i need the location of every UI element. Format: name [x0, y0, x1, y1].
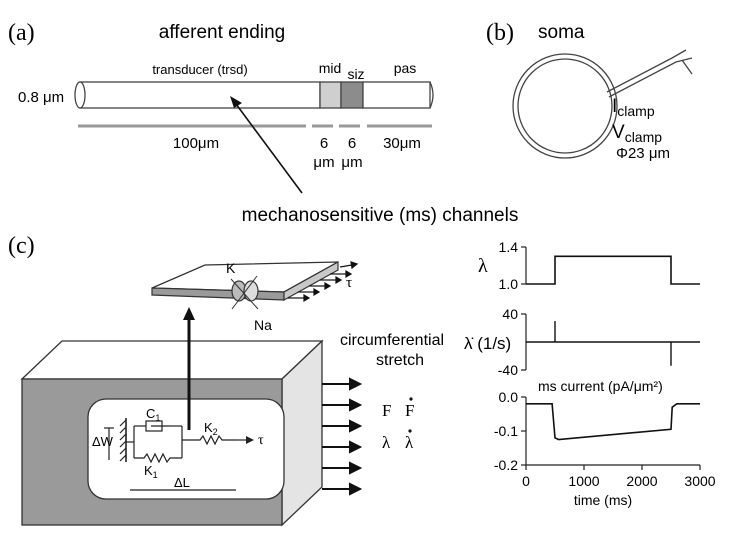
chart-lambda-ytick-label: 1.0: [499, 276, 519, 292]
mid-label: mid: [319, 60, 342, 76]
lambda-label: λ: [382, 433, 391, 452]
length-mid-bottom: μm: [313, 154, 334, 171]
spring-k1: [134, 452, 182, 464]
channel-flow-line-1: [230, 278, 259, 310]
lambdadot-label: λ: [405, 433, 414, 452]
lambdadot-dot: [408, 429, 412, 433]
box-top: [20, 340, 324, 380]
f-label: F: [382, 401, 391, 420]
fdot-dot: [409, 397, 413, 401]
delta-l-label: ΔL: [174, 475, 190, 490]
trsd-label: transducer (trsd): [152, 62, 247, 77]
pas-segment: [362, 81, 431, 109]
mid-segment: [319, 81, 342, 109]
chart-lambda-rate: 40 -40 λ̇ (1/s): [464, 306, 700, 378]
iclamp-label: Iclamp: [612, 96, 655, 119]
chart-lambda-rate-series-line: [526, 321, 700, 366]
tau-model-label: τ: [258, 433, 264, 448]
panel-a-title: afferent ending: [159, 22, 285, 43]
model-window: [87, 398, 285, 500]
panel-a-label: (a): [8, 20, 35, 46]
tau-membrane-label: τ: [346, 275, 352, 291]
chart-lambda-ylabel: λ: [478, 255, 488, 277]
chart-lambda: 1.4 1.0 λ: [478, 239, 700, 292]
chart-lambda-rate-ytick-label: -40: [498, 362, 518, 378]
k2-label: K2: [204, 420, 218, 437]
channel-flow-line-2: [231, 275, 258, 310]
chart-ms-current-xtick-label: 2000: [626, 473, 657, 489]
siz-segment: [340, 81, 364, 109]
chart-lambda-series-line: [526, 255, 700, 285]
siz-label: siz: [347, 66, 364, 82]
pas-label: pas: [394, 60, 417, 76]
k1-label: K1: [144, 463, 158, 480]
chart-ms-current-ytick-label: -0.1: [494, 423, 518, 439]
circumferential-label: circumferential: [340, 332, 444, 349]
chart-lambda-rate-ytick-label: 40: [502, 306, 518, 322]
pipette-edge-top: [606, 49, 687, 93]
length-mid-top: 6: [320, 135, 328, 152]
chart-ms-current-ytick-label: 0.0: [499, 389, 519, 405]
panel-c-label: (c): [8, 233, 35, 259]
fdot-label: F: [405, 401, 414, 420]
length-siz-bottom: μm: [341, 154, 362, 171]
chart-lambda-rate-ylabel: λ̇ (1/s): [464, 334, 511, 353]
length-siz-top: 6: [348, 135, 356, 152]
chart-ms-current-series-line: [526, 402, 700, 441]
chart-ms-current-ytick-label: -0.2: [494, 457, 518, 473]
ms-channels-label: mechanosensitive (ms) channels: [242, 205, 519, 226]
stretch-label: stretch: [376, 352, 424, 369]
chart-ms-current-xtick-label: 0: [522, 473, 530, 489]
panel-b: (b) soma Iclamp Vclamp Φ23 μm: [486, 20, 693, 162]
membrane-side: [283, 260, 339, 302]
length-pas: 30μm: [383, 135, 421, 152]
upward-arrowhead: [183, 307, 195, 320]
chart-lambda-ytick-label: 1.4: [499, 239, 519, 255]
length-trsd: 100μm: [173, 135, 219, 152]
chart-ms-current-xlabel: time (ms): [574, 492, 632, 508]
c1-label: C1: [146, 406, 160, 423]
delta-w-label: ΔW: [92, 434, 114, 449]
vclamp-label: Vclamp: [612, 122, 662, 145]
ms-channel-arrow: [235, 103, 303, 194]
ms-channel-arrowhead: [230, 96, 242, 108]
chart-ms-current-xtick-label: 1000: [568, 473, 599, 489]
pipette-wire: [681, 59, 693, 75]
panel-a: (a) afferent ending 0.8 μm transducer (t…: [8, 20, 518, 226]
cylinder-right-cap: [429, 81, 434, 109]
k-ion-label: K: [226, 260, 236, 276]
chart-ms-current-title: ms current (pA/μm²): [538, 378, 663, 394]
soma-outer: [512, 53, 618, 159]
panel-b-label: (b): [486, 20, 514, 46]
na-ion-label: Na: [254, 317, 272, 333]
panel-c: (c) K Na τ: [8, 233, 444, 527]
panel-b-title: soma: [538, 22, 585, 43]
chart-ms-current: 0.0 -0.1 -0.20 1000 2000 3000 ms current (pA/μ…: [494, 378, 716, 508]
pipette-edge-bottom: [608, 57, 693, 98]
spring-k2: [182, 434, 236, 446]
diameter-label: 0.8 μm: [18, 89, 64, 106]
cylinder-left-cap: [74, 81, 86, 109]
soma-inner: [517, 58, 613, 154]
panel-c-charts: 1.4 1.0 λ 40 -40 λ̇ (1/s) 0.0 -0.1 -0.20 1000 2000…: [464, 239, 716, 508]
trsd-segment: [79, 81, 321, 109]
model-wall-hatch: [119, 419, 127, 427]
mechanical-model: [104, 418, 246, 491]
chart-ms-current-xtick-label: 3000: [684, 473, 715, 489]
soma-diameter-label: Φ23 μm: [616, 145, 670, 162]
stretch-arrows: [322, 377, 363, 496]
membrane-tension-arrows: [288, 261, 359, 303]
tau-model-arrowhead: [246, 436, 254, 444]
